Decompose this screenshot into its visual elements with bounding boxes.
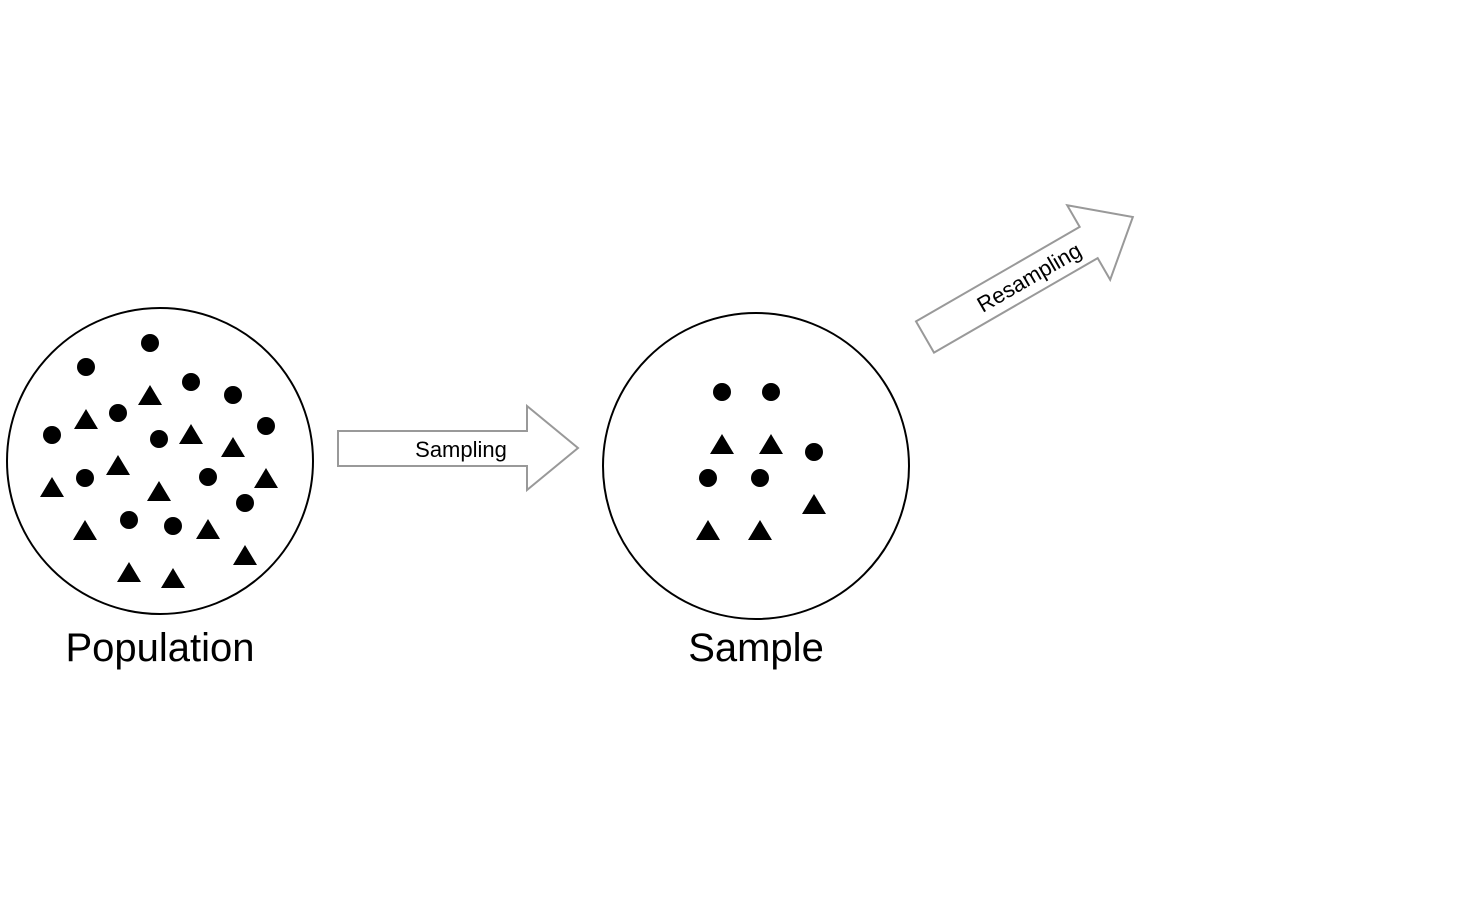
person-icon	[221, 386, 245, 457]
population-label: Population	[65, 626, 254, 670]
person-icon	[138, 334, 162, 405]
person-icon	[161, 517, 185, 588]
person-icon	[73, 469, 97, 540]
person-icon	[106, 404, 130, 475]
person-icon	[696, 469, 720, 540]
sample-people	[696, 383, 826, 540]
population-people	[40, 334, 278, 588]
person-icon	[254, 417, 278, 488]
person-icon	[179, 373, 203, 444]
person-icon	[74, 358, 98, 429]
resampling-arrow-shape	[914, 203, 1135, 354]
person-icon	[196, 468, 220, 539]
resampling-label: Resampling	[973, 238, 1086, 318]
sampling-label: Sampling	[415, 437, 507, 462]
person-icon	[147, 430, 171, 501]
person-icon	[748, 469, 772, 540]
sample-label: Sample	[688, 626, 824, 670]
sample-group: Sample	[602, 312, 910, 670]
population-circle	[6, 307, 314, 615]
sampling-arrow-shape	[337, 403, 580, 493]
sample-circle	[602, 312, 910, 620]
person-icon	[233, 494, 257, 565]
person-icon	[802, 443, 826, 514]
person-icon	[759, 383, 783, 454]
resampling-arrow: Resampling	[914, 203, 1135, 354]
person-icon	[117, 511, 141, 582]
population-group: Population	[6, 307, 314, 670]
person-icon	[710, 383, 734, 454]
sampling-arrow: Sampling	[337, 403, 580, 493]
person-icon	[40, 426, 64, 497]
